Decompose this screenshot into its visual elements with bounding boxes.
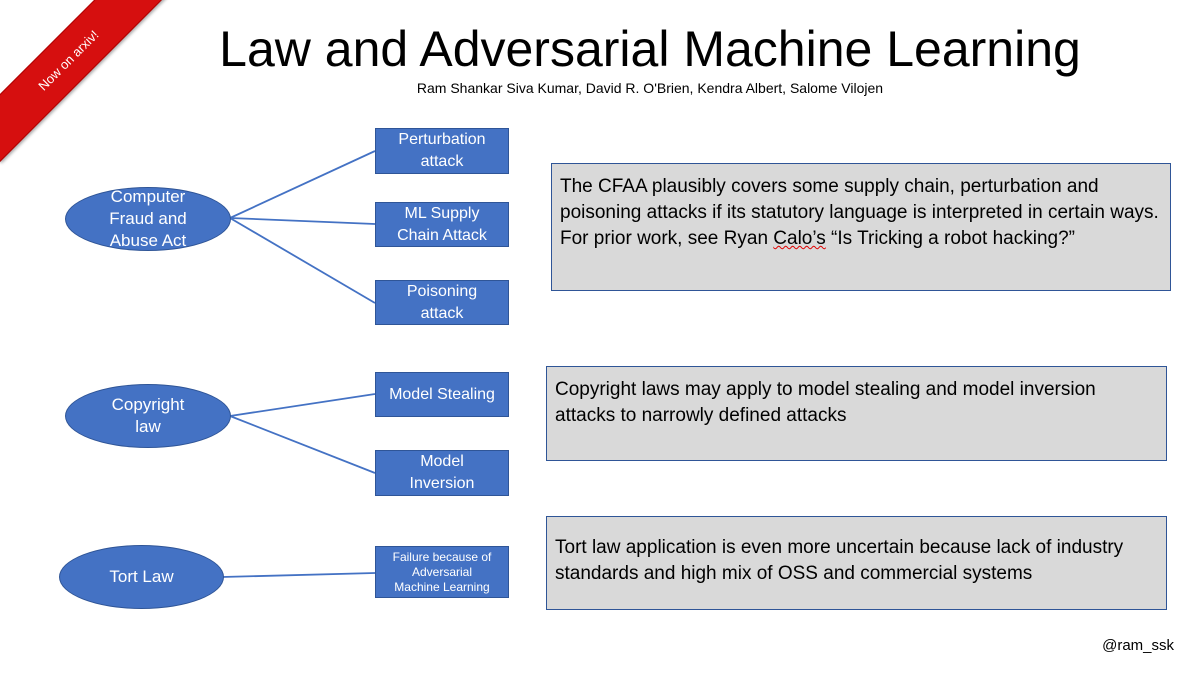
attack-label: Failure because of Adversarial Machine L… — [392, 549, 492, 594]
note-cfaa-text-before: The CFAA plausibly covers some supply ch… — [560, 176, 1159, 249]
attack-box-poisoning: Poisoning attack — [375, 280, 509, 325]
attack-box-model-stealing: Model Stealing — [375, 372, 509, 417]
attack-box-model-inversion: Model Inversion — [375, 450, 509, 496]
connector-cfaa-poisoning — [229, 217, 376, 304]
connector-cfaa-supply-chain — [229, 217, 376, 225]
law-node-tort: Tort Law — [59, 545, 224, 609]
note-cfaa: The CFAA plausibly covers some supply ch… — [551, 163, 1171, 291]
connector-copyright-inversion — [229, 415, 376, 474]
attack-box-perturbation: Perturbation attack — [375, 128, 509, 174]
attack-label: Poisoning attack — [406, 282, 478, 322]
note-tort: Tort law application is even more uncert… — [546, 516, 1167, 610]
attack-box-supply-chain: ML Supply Chain Attack — [375, 202, 509, 247]
attack-label: Model Inversion — [409, 453, 475, 492]
connector-cfaa-perturbation — [229, 150, 376, 219]
slide-authors: Ram Shankar Siva Kumar, David R. O'Brien… — [416, 80, 884, 96]
note-cfaa-text-underlined: Calo’s — [773, 228, 826, 249]
note-cfaa-text-after: “Is Tricking a robot hacking?” — [825, 228, 1075, 249]
connector-tort-failure — [221, 572, 376, 578]
law-node-cfaa: Computer Fraud and Abuse Act — [65, 187, 231, 251]
law-label-copyright: Copyright law — [111, 395, 185, 436]
law-node-copyright: Copyright law — [65, 384, 231, 448]
attack-label: ML Supply Chain Attack — [397, 204, 487, 244]
attack-box-aml-failure: Failure because of Adversarial Machine L… — [375, 546, 509, 598]
note-copyright: Copyright laws may apply to model steali… — [546, 366, 1167, 461]
attack-label: Perturbation attack — [398, 131, 486, 170]
slide-title: Law and Adversarial Machine Learning — [219, 21, 1081, 77]
twitter-handle: @ram_ssk — [1102, 637, 1174, 654]
connector-copyright-stealing — [229, 393, 376, 417]
attack-label: Model Stealing — [389, 385, 495, 403]
note-copyright-text: Copyright laws may apply to model steali… — [555, 379, 1096, 426]
law-label-cfaa: Computer Fraud and Abuse Act — [109, 187, 187, 250]
note-tort-text: Tort law application is even more uncert… — [555, 537, 1124, 584]
law-label-tort: Tort Law — [109, 567, 174, 586]
